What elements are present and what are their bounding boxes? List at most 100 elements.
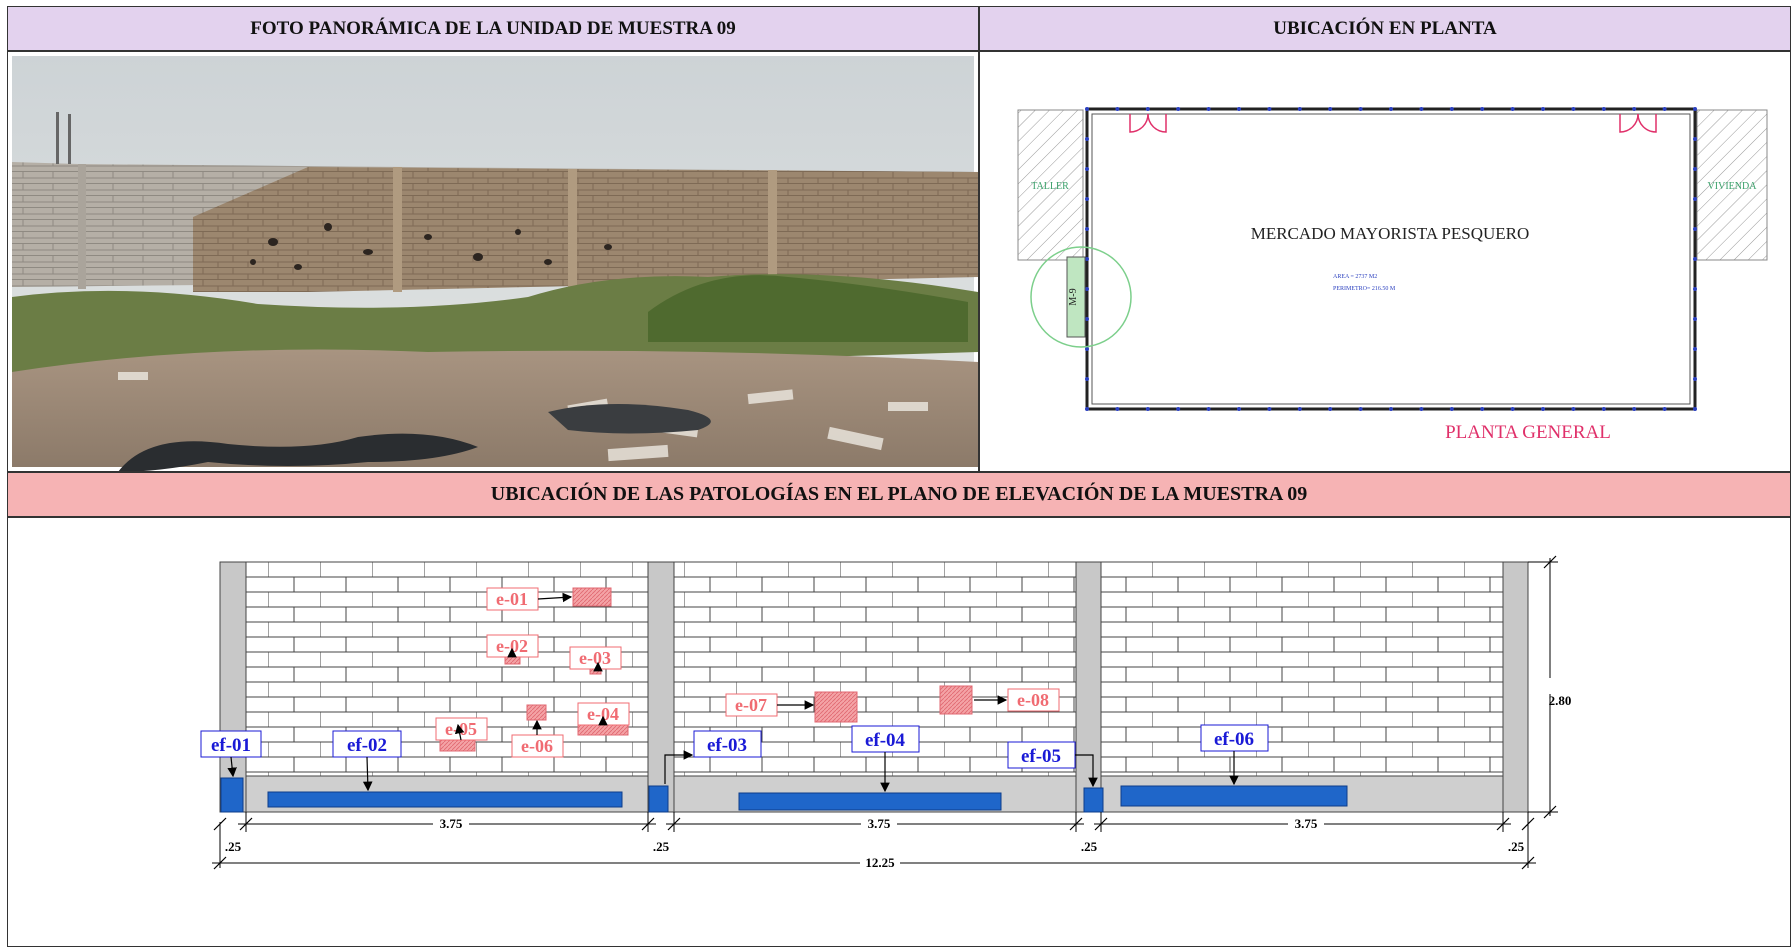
column-dot [1085,287,1089,291]
column-dot [1693,287,1697,291]
ef-04-zone [738,792,1002,811]
panoramic-photo-image [12,56,978,472]
column-dot [1297,407,1302,411]
column-2 [647,561,675,813]
e-02-label: e-02 [496,636,528,656]
column-dot [1693,407,1697,411]
column-dot [1085,377,1089,381]
column-dot [1601,107,1606,111]
column-dot [1632,407,1637,411]
column-dot [1693,317,1697,321]
column-dot [1085,167,1089,171]
ef-02-label: ef-02 [347,735,387,756]
column-dot [1601,407,1606,411]
column-dot [1085,137,1089,141]
column-dot [1693,347,1697,351]
photo-header: FOTO PANORÁMICA DE LA UNIDAD DE MUESTRA … [7,6,979,51]
panoramic-photo [7,51,979,472]
column-dot [1176,107,1181,111]
sample-wall-m9 [1066,256,1086,338]
ef-03-zone [648,785,669,813]
ef-06-label: ef-06 [1214,729,1254,750]
column-dot [1267,107,1272,111]
sample-highlight-circle [1030,246,1132,348]
ef-01-zone [220,777,244,813]
dimension-ticks [213,555,1557,870]
building-outline [1085,107,1697,411]
ef-01-label: ef-01 [211,735,251,756]
column-dot [1206,407,1211,411]
column-dot [1297,107,1302,111]
column-dot [1693,227,1697,231]
column-dot [1328,407,1333,411]
column-dot [1085,107,1089,111]
e-07-label: e-07 [735,695,767,715]
column-dot [1085,227,1089,231]
e-05-label: e-05 [445,719,477,739]
e-03-label: e-03 [579,648,611,668]
column-dot [1510,107,1515,111]
door-right [1619,113,1657,133]
column-dot [1358,407,1363,411]
column-dot [1145,107,1150,111]
column-dot [1693,257,1697,261]
e-06-label: e-06 [521,736,553,756]
plan-title: MERCADO MAYORISTA PESQUERO [1251,224,1530,243]
elevation-plan: e-01 e-02 e-03 e-04 e-05 e-06 e-07 e-08 … [7,517,1791,947]
column-dot [1693,107,1697,111]
e-04-label: e-04 [587,704,619,724]
column-dot [1145,407,1150,411]
dim-column-2: .25 [653,839,670,854]
efflorescence-zones [220,777,1348,813]
dim-panel-2: 3.75 [868,816,891,831]
left-neighbor-label: TALLER [1031,181,1069,192]
site-plan: TALLER VIVIENDA M-9 MERCADO MAYORISTA PE… [979,51,1791,472]
elevation-header: UBICACIÓN DE LAS PATOLOGÍAS EN EL PLANO … [7,472,1791,517]
column-dot [1693,377,1697,381]
column-dot [1541,407,1545,411]
ef-06-zone [1120,785,1348,807]
ef-03-label: ef-03 [707,735,747,756]
dim-column-3: .25 [1081,839,1098,854]
plan-area: AREA = 2737 M2 [1333,274,1377,280]
plan-perimeter: PERIMETRO= 216.50 M [1333,286,1396,292]
column-dot [1449,107,1454,111]
column-dot [1571,407,1576,411]
leader-arrows [227,592,1239,793]
column-dot [1541,107,1545,111]
left-neighbor-block [1017,109,1084,261]
plan-footer: PLANTA GENERAL [1445,422,1611,443]
column-dot [1693,137,1697,141]
dim-total-length: 12.25 [865,855,895,870]
e-07-zone [814,691,858,723]
column-dot [1480,107,1485,111]
perimeter-columns [1085,107,1697,411]
column-dot [1206,107,1211,111]
e-08-label: e-08 [1017,690,1049,710]
e-06-zone [526,704,547,721]
dim-column-4: .25 [1508,839,1525,854]
ef-04-label: ef-04 [865,730,906,751]
e-08-zone [939,685,973,715]
column-dot [1237,107,1241,111]
dim-wall-height: 2.80 [1549,693,1572,708]
e-01-label: e-01 [496,589,528,609]
column-dot [1632,107,1637,111]
ef-05-label: ef-05 [1021,746,1061,767]
ef-02-zone [267,791,623,808]
door-left [1129,113,1167,133]
dim-panel-1: 3.75 [440,816,463,831]
column-dot [1571,107,1576,111]
column-dot [1662,107,1667,111]
column-4 [1502,561,1529,813]
column-dot [1358,107,1363,111]
column-dot [1449,407,1454,411]
column-dot [1419,407,1424,411]
column-dot [1267,407,1272,411]
column-dot [1693,197,1697,201]
column-dot [1693,167,1697,171]
right-neighbor-block [1696,109,1768,261]
column-dot [1389,107,1393,111]
column-dot [1176,407,1181,411]
